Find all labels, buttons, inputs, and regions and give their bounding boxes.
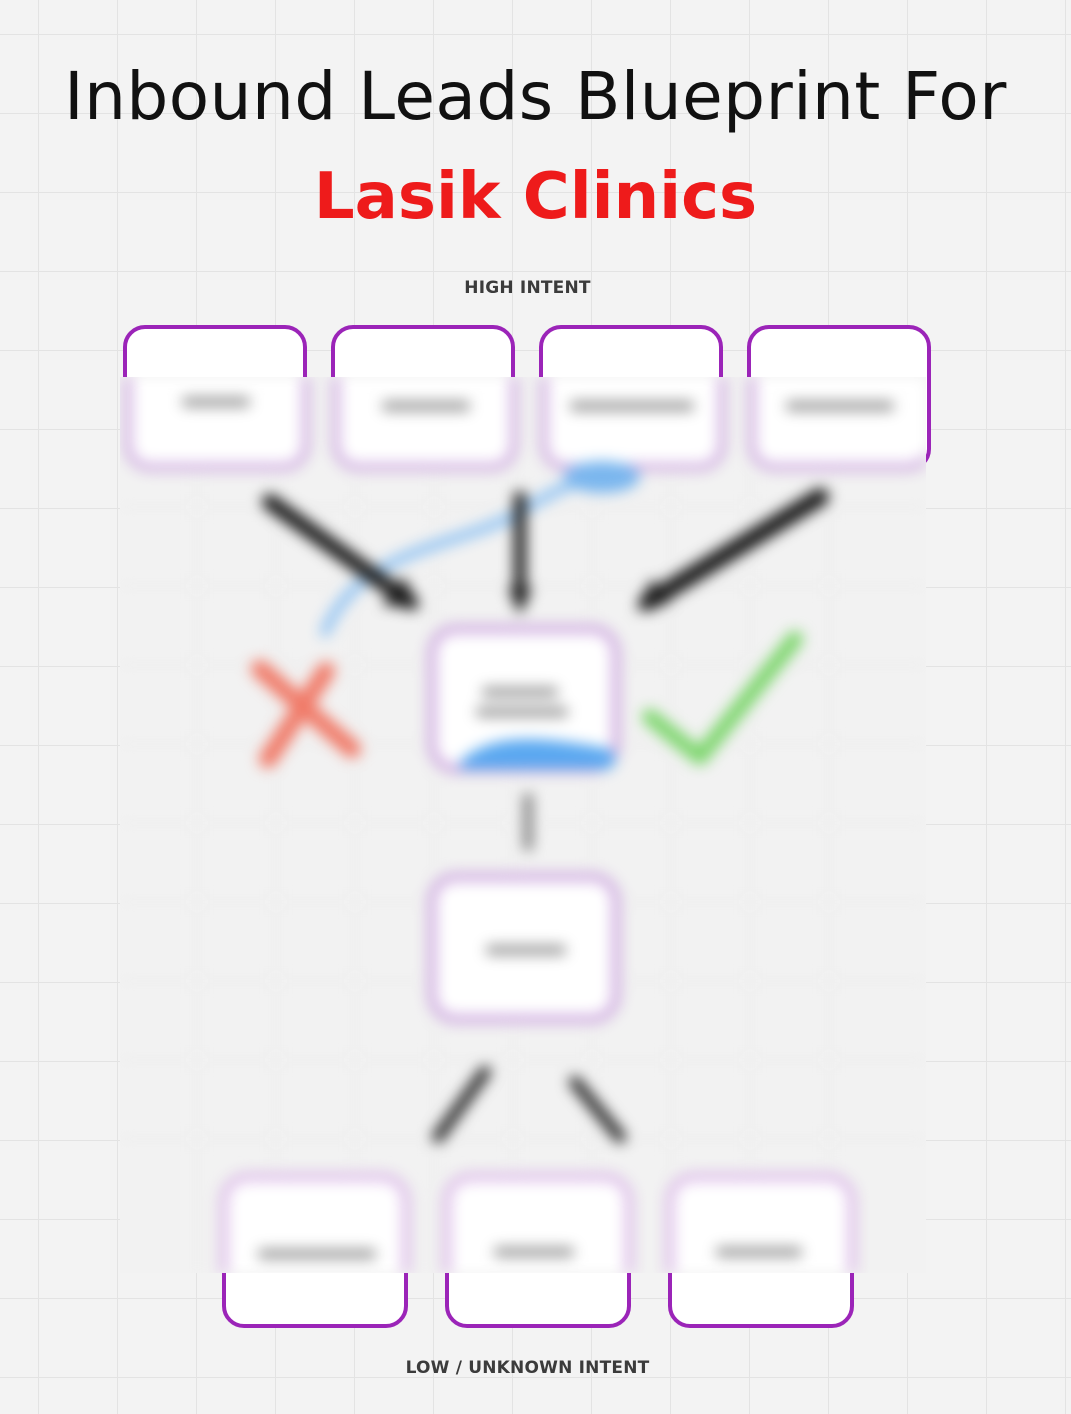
high-intent-label: HIGH INTENT: [464, 278, 591, 298]
highlight-blob-top: [564, 461, 640, 493]
blurred-diagram-area: [120, 377, 926, 1273]
arrowhead-left: [382, 577, 420, 609]
arrow-top-right: [639, 488, 829, 611]
title-line-1: Inbound Leads Blueprint For: [64, 58, 1007, 135]
cross-icon: [251, 660, 361, 768]
low-intent-label: LOW / UNKNOWN INTENT: [405, 1358, 650, 1378]
blurred-diagram-content: [120, 377, 926, 1273]
arrowhead-right: [636, 579, 670, 611]
top-node-2-blurred: [332, 377, 518, 471]
title-line-2: Lasik Clinics: [313, 160, 758, 234]
arrowhead-center: [508, 587, 532, 615]
top-node-1-blurred: [124, 377, 310, 471]
top-node-4-blurred: [748, 377, 926, 471]
check-icon: [642, 631, 803, 765]
bottom-node-3-blurred: [666, 1173, 856, 1273]
highlight-path: [320, 471, 637, 637]
top-node-3-blurred: [540, 377, 726, 471]
arrow-bottom-right: [569, 1076, 626, 1143]
arrow-top-left: [262, 494, 418, 610]
highlight-blob-center: [460, 739, 616, 769]
arrow-bottom-left: [432, 1066, 491, 1143]
flow-diagram: [120, 377, 926, 1273]
bottom-node-2-blurred: [443, 1173, 633, 1273]
